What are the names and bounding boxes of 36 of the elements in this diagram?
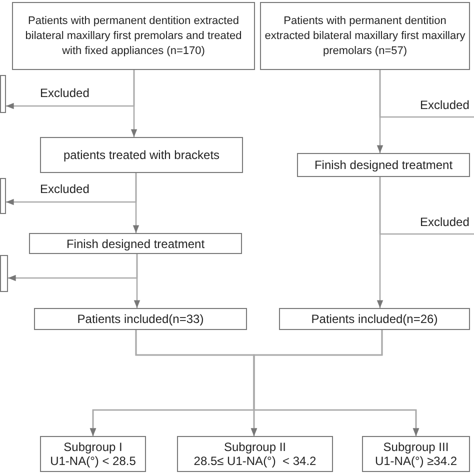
exclusion-box [0, 178, 6, 214]
process-box [34, 308, 247, 330]
connector-line [379, 177, 474, 235]
process-box [362, 436, 470, 472]
edge-label: Excluded [38, 182, 92, 196]
process-box [279, 308, 470, 330]
edge-label: Excluded [38, 86, 92, 100]
box-text: U1-NA(°) < 28.5 [49, 454, 137, 468]
box-text: Subgroup II [222, 440, 288, 454]
box-text: Subgroup III [382, 440, 450, 454]
box-text: Subgroup I [62, 440, 124, 454]
process-box [12, 2, 255, 70]
box-text: Finish designed treatment [65, 236, 206, 250]
process-box [40, 436, 146, 472]
box-text: 28.5≤ U1-NA(°) < 34.2 [192, 454, 318, 468]
edge-label: Excluded [418, 98, 472, 112]
arrow [6, 70, 135, 110]
box-text: U1-NA(°) ≥34.2 [374, 454, 458, 468]
box-text: Patients included(n=33) [76, 312, 205, 326]
box-text: Patients included(n=26) [310, 312, 439, 326]
connector-line [379, 70, 474, 118]
exclusion-box [0, 255, 8, 292]
edge-label: Excluded [418, 215, 472, 229]
process-box [40, 137, 243, 173]
process-box [260, 2, 470, 70]
process-box [297, 153, 470, 177]
process-box [177, 436, 333, 472]
box-text: Patients with permanent dentition extracted bilateral maxillary first premolars and treated with fixed appliances (n=170) [24, 14, 243, 58]
arrow [253, 330, 420, 436]
box-text: Patients with permanent dentition extracted bilateral maxillary first maxillary premolars (n=57) [264, 14, 466, 58]
arrow [8, 254, 138, 282]
exclusion-box [0, 75, 6, 113]
box-text: Finish designed treatment [313, 158, 454, 172]
process-box [29, 233, 242, 254]
box-text: patients treated with brackets [62, 148, 221, 162]
arrow [6, 173, 137, 206]
